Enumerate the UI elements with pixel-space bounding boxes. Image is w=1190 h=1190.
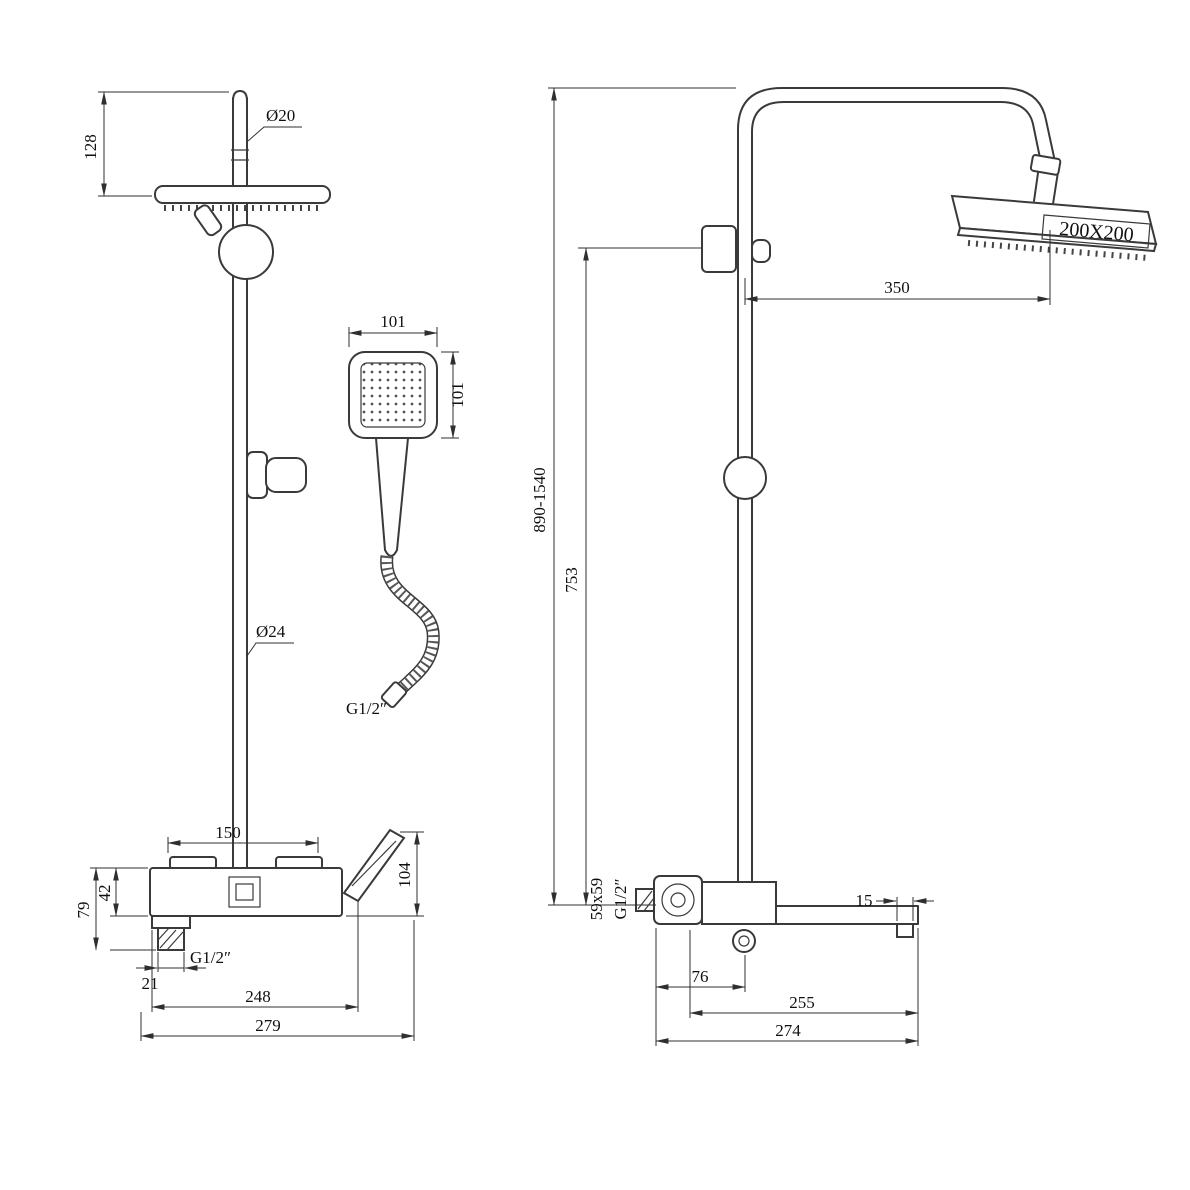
front-overhead-shower-head bbox=[154, 185, 331, 211]
dim-pipe-top-diameter-label: Ø20 bbox=[266, 106, 295, 125]
dim-255-label: 255 bbox=[789, 993, 815, 1012]
inlet-thread-label: G1/2″ bbox=[611, 878, 630, 919]
dim-104-label: 104 bbox=[395, 862, 414, 888]
dim-42-label: 42 bbox=[95, 885, 114, 902]
front-view: 128 Ø20 Ø24 101 101 G1/2″ 150 42 bbox=[74, 90, 467, 1041]
dim-riser-diameter-label: Ø24 bbox=[256, 622, 286, 641]
front-slider-holder bbox=[246, 451, 307, 499]
front-dimensions: 128 Ø20 Ø24 101 101 G1/2″ 150 42 bbox=[74, 91, 467, 1041]
dim-handshower-height-label: 101 bbox=[448, 382, 467, 408]
side-head-connector bbox=[1029, 154, 1062, 176]
dim-150-label: 150 bbox=[215, 823, 241, 842]
dim-753-label: 753 bbox=[562, 567, 581, 593]
side-slider-holder bbox=[723, 456, 767, 500]
side-mixer-assembly bbox=[635, 875, 919, 953]
dim-handshower-width-label: 101 bbox=[380, 312, 406, 331]
dim-76-label: 76 bbox=[692, 967, 709, 986]
side-overhead-shower-head bbox=[950, 194, 1158, 261]
hose-fitting bbox=[380, 681, 408, 708]
front-mixer-body bbox=[149, 856, 343, 917]
dim-79-label: 79 bbox=[74, 902, 93, 919]
hose-thread-label: G1/2″ bbox=[346, 699, 387, 718]
dim-21-label: 21 bbox=[142, 974, 159, 993]
flange-size-label: 59x59 bbox=[587, 878, 606, 921]
dim-274-label: 274 bbox=[775, 1021, 801, 1040]
side-view: 200X200 350 bbox=[530, 87, 1158, 1046]
dim-15-label: 15 bbox=[856, 891, 873, 910]
dim-350-label: 350 bbox=[884, 278, 910, 297]
side-dimensions: 350 890-1540 753 59x59 G1/2″ 15 76 bbox=[530, 87, 1051, 1046]
dim-248-label: 248 bbox=[245, 987, 271, 1006]
side-riser-pipe-outline bbox=[737, 87, 1059, 883]
front-outlet-connector bbox=[151, 915, 191, 951]
front-diverter-valve bbox=[193, 204, 274, 280]
front-mixer-handle bbox=[342, 828, 406, 903]
dim-128-label: 128 bbox=[81, 134, 100, 160]
dim-overall-height-label: 890-1540 bbox=[530, 467, 549, 532]
dim-279-label: 279 bbox=[255, 1016, 281, 1035]
outlet-thread-label: G1/2″ bbox=[190, 948, 231, 967]
side-wall-bracket bbox=[701, 225, 771, 273]
hand-shower bbox=[348, 351, 440, 708]
